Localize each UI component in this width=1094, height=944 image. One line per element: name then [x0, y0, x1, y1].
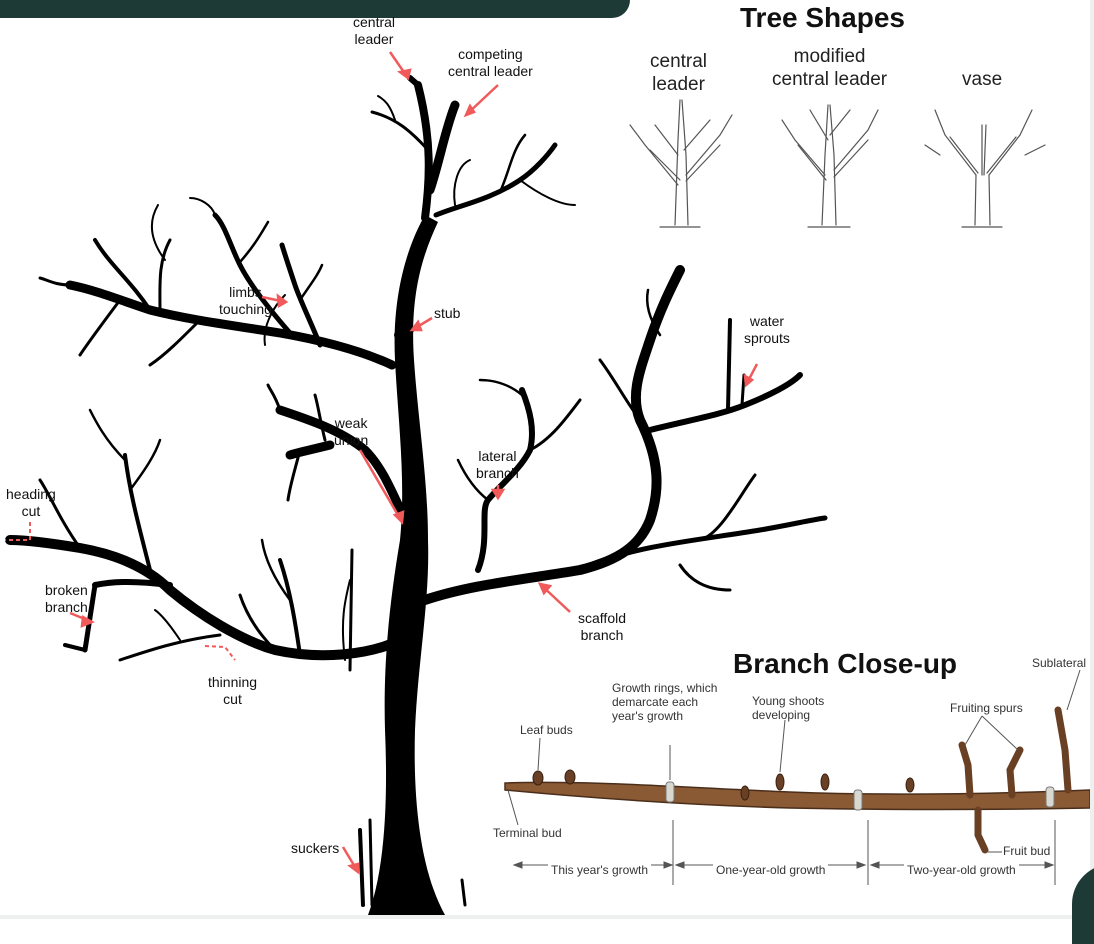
branch-stem — [505, 782, 1090, 809]
label-suckers: suckers — [291, 840, 339, 857]
tree-shapes-title: Tree Shapes — [740, 2, 905, 34]
label-this-years-growth: This year's growth — [548, 863, 651, 877]
label-one-year-old-growth: One-year-old growth — [713, 863, 828, 877]
shape-label-vase: vase — [962, 68, 1002, 91]
central-leader-sketch — [630, 100, 732, 227]
fruiting-spurs — [962, 710, 1068, 850]
modified-central-leader-sketch — [782, 105, 878, 227]
label-two-year-old-growth: Two-year-old growth — [904, 863, 1019, 877]
label-stub: stub — [434, 305, 460, 322]
tree-shapes-sketches — [620, 95, 1060, 240]
callout-lines — [508, 670, 1080, 852]
vase-sketch — [925, 110, 1045, 227]
